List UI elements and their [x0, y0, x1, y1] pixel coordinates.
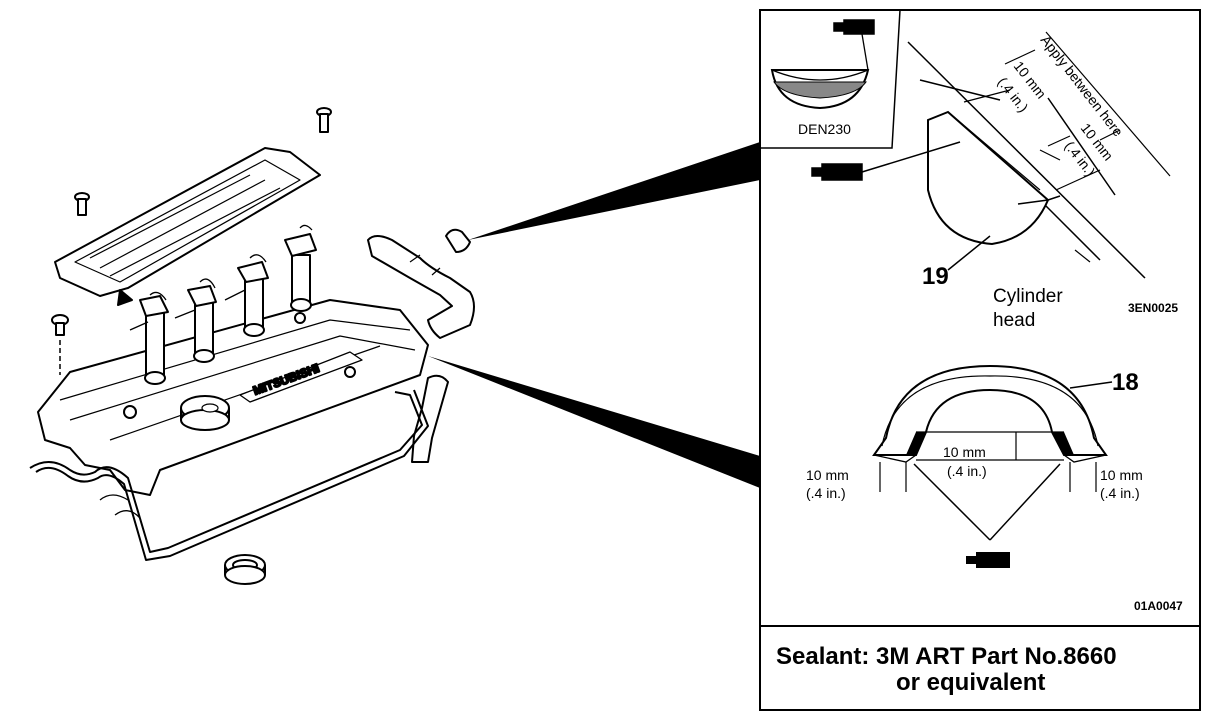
breather-hose [367, 235, 475, 339]
part-number-19: 19 [922, 263, 949, 290]
oil-filler-cap [180, 395, 230, 431]
sub-inset-code: DEN230 [798, 121, 851, 137]
rocker-cover: MITSUBISHI [37, 299, 429, 496]
seal-18-detail [872, 364, 1113, 541]
left-dim-mm: 10 mm [806, 467, 849, 483]
sealant-tube-icon [966, 552, 1010, 568]
bolt-icon [51, 107, 332, 375]
center-dim-in: (.4 in.) [947, 463, 987, 479]
callout-pointer-bottom [428, 356, 760, 488]
sealant-spec-line2: or equivalent [896, 669, 1045, 696]
callout-pointer-top [468, 142, 760, 240]
center-dim-mm: 10 mm [943, 444, 986, 460]
sealant-tube-icon [811, 141, 961, 181]
left-dim-in: (.4 in.) [806, 485, 846, 501]
rocker-cover-gasket [29, 389, 429, 561]
right-dim-in: (.4 in.) [1100, 485, 1140, 501]
figure-code-top: 3EN0025 [1128, 301, 1178, 315]
ignition-cover-plate [54, 147, 321, 306]
inset-panel: DEN230 [759, 9, 1201, 711]
plug-19-detail [811, 31, 1171, 279]
sealant-bead [906, 432, 1074, 455]
grommet [224, 554, 266, 585]
valve-cover-assembly: MITSUBISHI [29, 107, 475, 585]
pcv-hose [411, 374, 449, 463]
head-label: head [993, 310, 1035, 331]
sealant-tube-icon [833, 19, 875, 71]
sealant-spec-line1: Sealant: 3M ART Part No.8660 [776, 643, 1117, 670]
right-dim-mm: 10 mm [1100, 467, 1143, 483]
part-number-18: 18 [1112, 369, 1139, 396]
figure-code-bottom: 01A0047 [1134, 599, 1183, 613]
spark-plug-cables [129, 224, 317, 385]
cylinder-label: Cylinder [993, 286, 1063, 307]
sub-inset-box: DEN230 [760, 9, 901, 149]
semicircular-plug-icon [445, 228, 471, 253]
